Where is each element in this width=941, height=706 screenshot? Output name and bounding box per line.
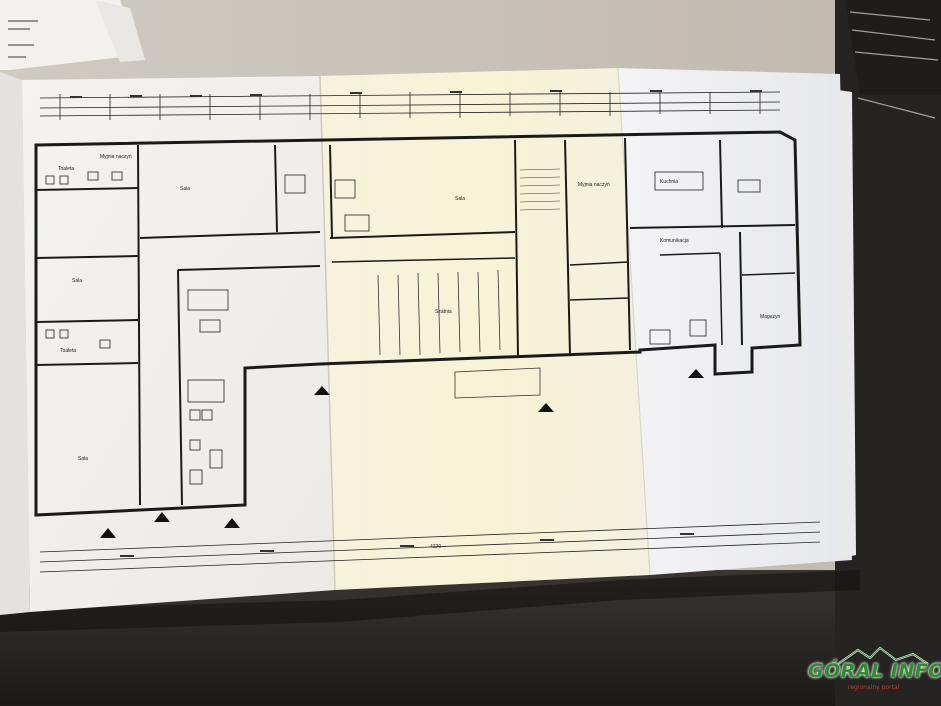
plan-sheet-right-panel [618, 68, 852, 575]
stairs-hatching [519, 168, 561, 211]
room-label-7: Sala [78, 456, 88, 462]
room-label-3: Sala [180, 186, 190, 192]
room-label-1: Toaleta [58, 166, 74, 172]
plan-fixtures [45, 171, 761, 485]
room-label-6: Toaleta [60, 348, 76, 354]
watermark-text: GÓRAL INFO [808, 660, 941, 682]
plan-dimension-lines-bottom [39, 521, 821, 573]
ramp-outline [454, 367, 541, 399]
room-label-9: Myjnia naczyń [578, 182, 610, 188]
mountain-icon [837, 646, 929, 665]
room-label-5: Sala [455, 196, 465, 202]
cloakroom-benches [377, 269, 501, 356]
watermark-subtext: regionalny portal [848, 684, 900, 691]
window-blinds [845, 0, 941, 95]
room-label-8: Szatnia [435, 309, 452, 315]
room-label-12: Magazyn [760, 314, 781, 320]
overall-dimension: 4220 [430, 544, 441, 550]
room-label-4: Sala [72, 278, 82, 284]
room-label-10: Kuchnia [660, 179, 678, 185]
watermark-logo: GÓRAL INFO regionalny portal [808, 646, 941, 702]
dimension-text-marks [70, 90, 762, 557]
room-label-11: Komunikacja [660, 238, 689, 244]
entrance-markers [100, 369, 704, 538]
floor-plan-walls [34, 130, 802, 517]
side-sheet [838, 90, 856, 558]
plan-sheet-middle-panel [320, 68, 650, 590]
room-label-2: Myjnia naczyń [100, 154, 132, 160]
paper-shadow [0, 570, 860, 632]
